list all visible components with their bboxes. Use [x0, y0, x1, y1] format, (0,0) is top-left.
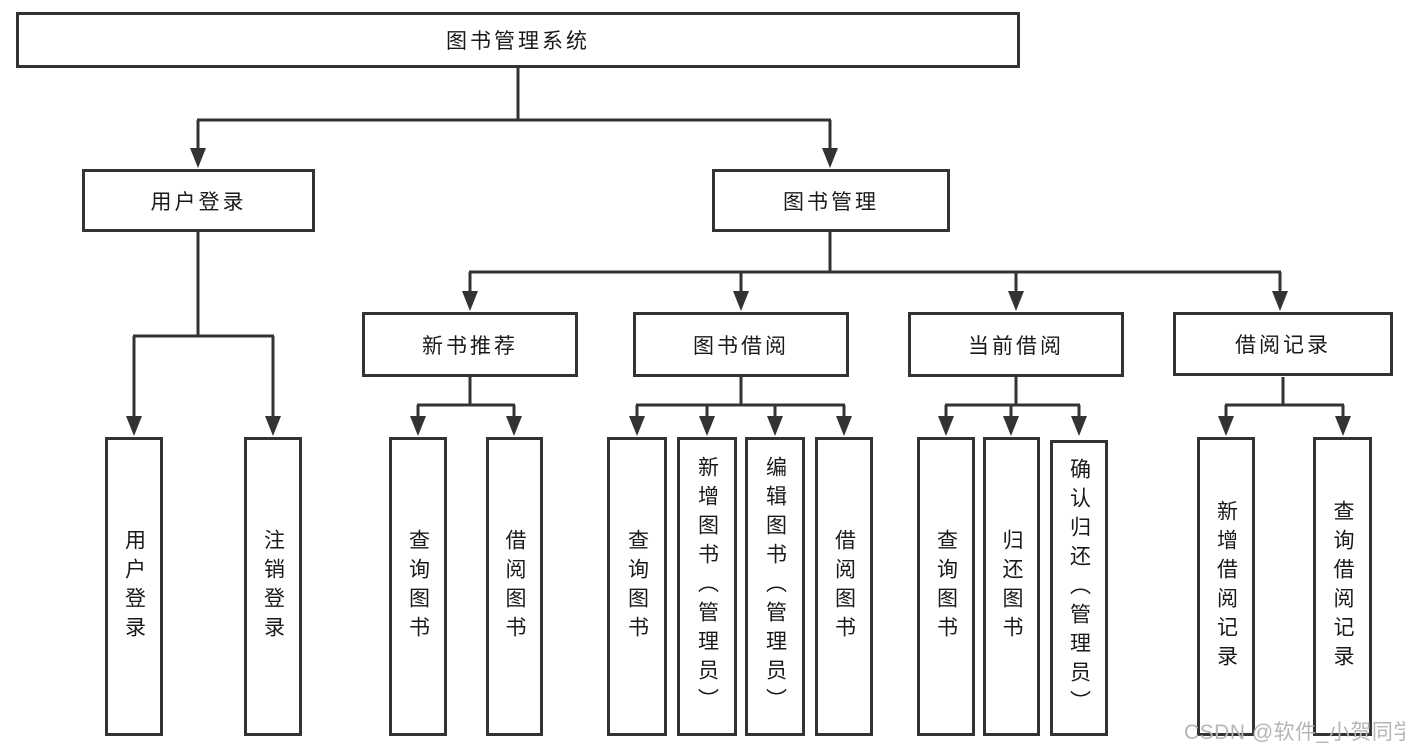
leaf-search-borrow-record: 查询借阅记录: [1313, 437, 1372, 736]
leaf-borrow-books-borrowing: 借阅图书: [815, 437, 873, 736]
node-book-management-branch: 图书管理: [712, 169, 950, 232]
arrowheads: [126, 148, 1351, 436]
node-new-book-recommend: 新书推荐: [362, 312, 578, 377]
tree-edges: [132, 68, 1345, 422]
leaf-logout: 注销登录: [244, 437, 302, 736]
node-borrowing-records: 借阅记录: [1173, 312, 1393, 376]
leaf-add-book-admin: 新增图书（管理员）: [677, 437, 737, 736]
leaf-borrow-books-recommend: 借阅图书: [486, 437, 543, 736]
node-current-borrowing: 当前借阅: [908, 312, 1124, 377]
leaf-add-borrow-record: 新增借阅记录: [1197, 437, 1255, 736]
leaf-edit-book-admin: 编辑图书（管理员）: [745, 437, 805, 736]
node-book-borrowing: 图书借阅: [633, 312, 849, 377]
leaf-search-books-borrowing: 查询图书: [607, 437, 667, 736]
leaf-return-book: 归还图书: [983, 437, 1040, 736]
leaf-search-books-recommend: 查询图书: [389, 437, 447, 736]
leaf-search-books-current: 查询图书: [917, 437, 975, 736]
leaf-user-login: 用户登录: [105, 437, 163, 736]
node-user-login-branch: 用户登录: [82, 169, 315, 232]
node-library-management-system: 图书管理系统: [16, 12, 1020, 68]
leaf-confirm-return-admin: 确认归还（管理员）: [1050, 440, 1108, 736]
csdn-watermark: CSDN @软件_小贺同学: [1184, 721, 1405, 744]
